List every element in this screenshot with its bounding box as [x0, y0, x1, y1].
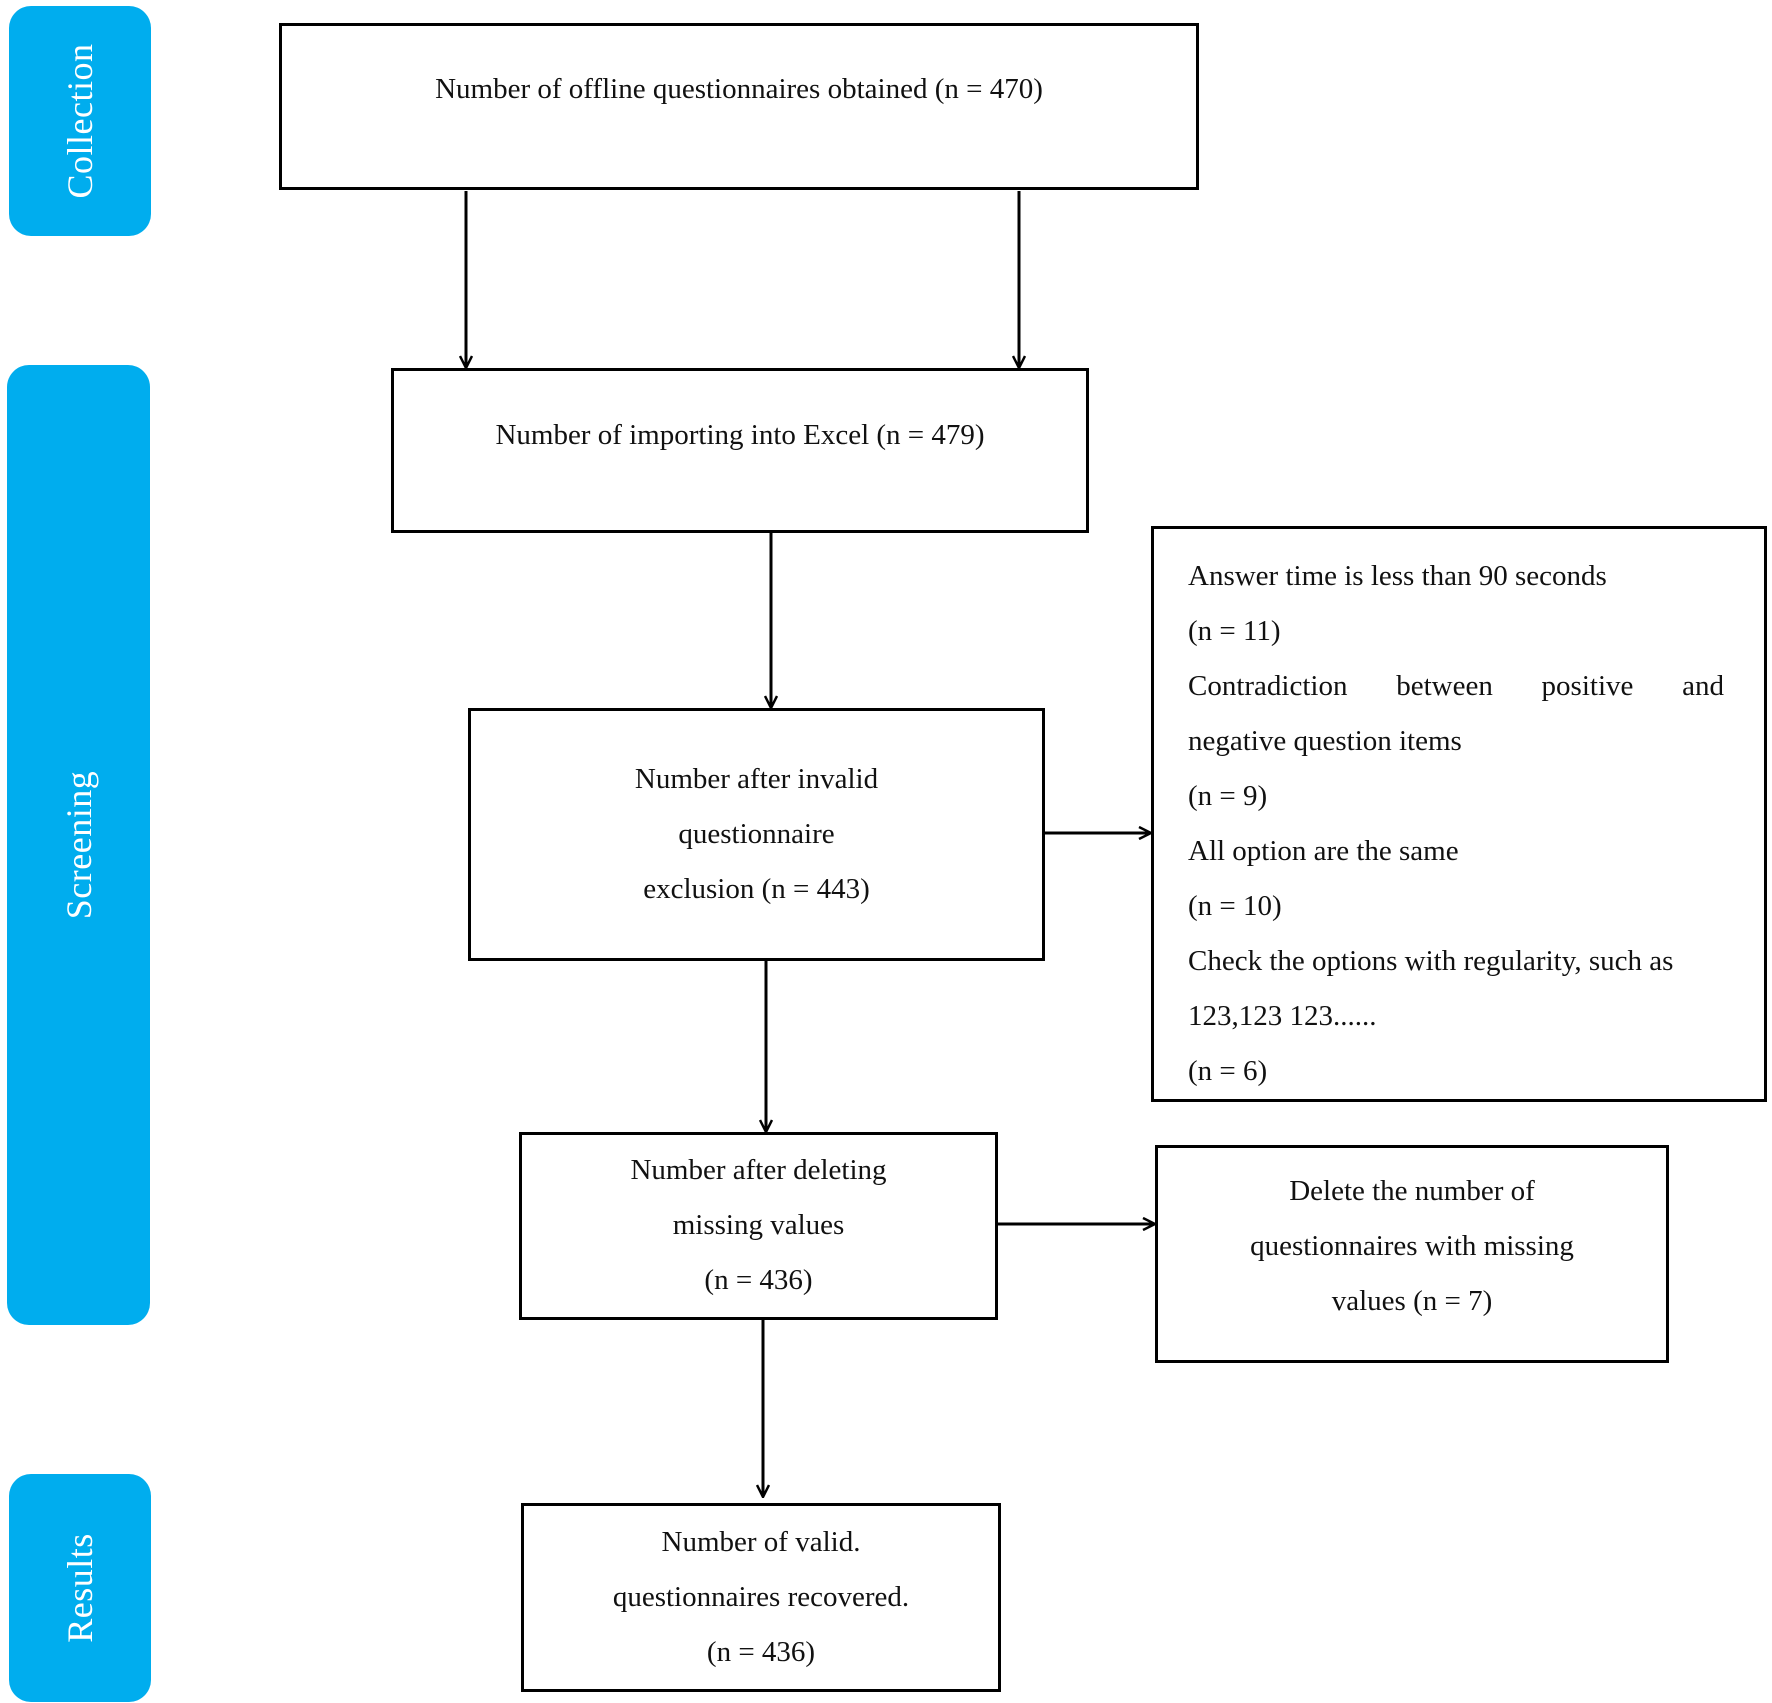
reason-text-line: All option are the same [1188, 835, 1459, 867]
reason-text-line: 123,123 123...... [1188, 1000, 1377, 1032]
stage-tab-screening: Screening [7, 365, 150, 1325]
box-text-line: Number of offline questionnaires obtaine… [435, 73, 1043, 105]
reason-text-line: Answer time is less than 90 seconds [1188, 560, 1607, 592]
box-text-line: missing values [672, 1209, 845, 1241]
box-text-line: questionnaires recovered. [612, 1581, 910, 1613]
reason-text-line: negative question items [1188, 725, 1462, 757]
box-text-line: (n = 436) [706, 1636, 816, 1668]
box-text-line: exclusion (n = 443) [643, 873, 870, 905]
box-deleted-missing-values: Delete the number of questionnaires with… [1155, 1145, 1669, 1363]
box-imported-into-excel: Number of importing into Excel (n = 479) [391, 368, 1089, 533]
stage-tab-results: Results [9, 1474, 151, 1702]
reason-text-line: Contradiction between positive and [1188, 670, 1724, 702]
box-text-line: questionnaires with missing [1250, 1230, 1574, 1262]
box-text-line: Number after deleting [630, 1154, 887, 1186]
reason-text-line: Check the options with regularity, such … [1188, 945, 1674, 977]
box-valid-recovered: Number of valid. questionnaires recovere… [521, 1503, 1001, 1692]
box-text-line: Number of valid. [661, 1526, 861, 1558]
reason-count-line: (n = 11) [1188, 615, 1281, 647]
reason-count-line: (n = 6) [1188, 1055, 1268, 1087]
box-text-line: questionnaire [678, 818, 835, 850]
reason-count-line: (n = 9) [1188, 780, 1268, 812]
box-text-line: Number after invalid [634, 763, 879, 795]
reason-count-line: (n = 10) [1188, 890, 1282, 922]
box-text-line: Delete the number of [1289, 1175, 1535, 1207]
box-questionnaires-obtained: Number of offline questionnaires obtaine… [279, 23, 1199, 190]
box-text-line: Number of importing into Excel (n = 479) [495, 419, 985, 451]
box-text-line: values (n = 7) [1331, 1285, 1493, 1317]
box-after-invalid-exclusion: Number after invalid questionnaire exclu… [468, 708, 1045, 961]
box-after-deleting-missing: Number after deleting missing values (n … [519, 1132, 998, 1320]
box-text-line: (n = 436) [704, 1264, 813, 1296]
stage-tab-collection: Collection [9, 6, 151, 236]
box-exclusion-reasons: Answer time is less than 90 seconds (n =… [1151, 526, 1767, 1102]
